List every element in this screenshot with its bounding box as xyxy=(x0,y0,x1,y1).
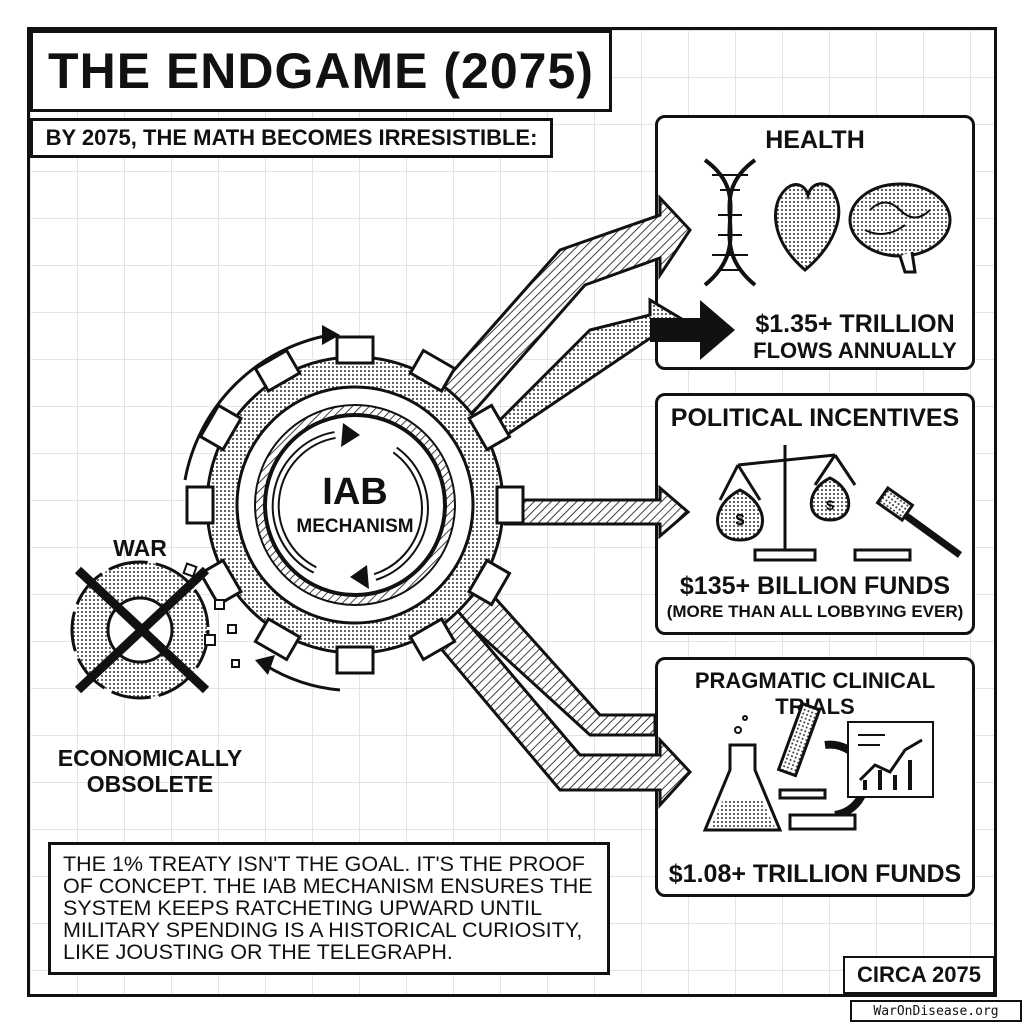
panel-title: POLITICAL INCENTIVES xyxy=(670,404,960,432)
iab-label: IAB xyxy=(322,471,388,513)
obsolete-label-1: ECONOMICALLY xyxy=(57,745,243,771)
circa-label: CIRCA 2075 xyxy=(843,956,995,994)
site-link[interactable]: WarOnDisease.org xyxy=(850,1000,1022,1022)
quote-box: THE 1% TREATY ISN'T THE GOAL. IT'S THE P… xyxy=(48,842,610,975)
political-panel: POLITICAL INCENTIVES $135+ BILLION FUNDS… xyxy=(655,393,975,635)
panel-title: HEALTH xyxy=(765,126,865,154)
health-panel: HEALTH $1.35+ TRILLION FLOWS ANNUALLY xyxy=(655,115,975,370)
panel-title: PRAGMATIC CLINICAL TRIALS xyxy=(694,668,936,719)
obsolete-label-2: OBSOLETE xyxy=(86,771,214,797)
panel-value: $1.08+ TRILLION FUNDS xyxy=(668,860,962,888)
war-label: WAR xyxy=(113,535,167,561)
subtitle: BY 2075, THE MATH BECOMES IRRESISTIBLE: xyxy=(30,118,553,158)
panel-value: $135+ BILLION FUNDS xyxy=(679,572,951,600)
panel-caption: FLOWS ANNUALLY xyxy=(753,338,957,363)
panel-value: $1.35+ TRILLION xyxy=(755,310,955,338)
page-title: THE ENDGAME (2075) xyxy=(30,30,612,112)
trials-panel: PRAGMATIC CLINICAL TRIALS $1.08+ TRILLIO… xyxy=(655,657,975,897)
panel-caption: (MORE THAN ALL LOBBYING EVER) xyxy=(666,602,964,621)
mechanism-label: MECHANISM xyxy=(296,516,414,537)
